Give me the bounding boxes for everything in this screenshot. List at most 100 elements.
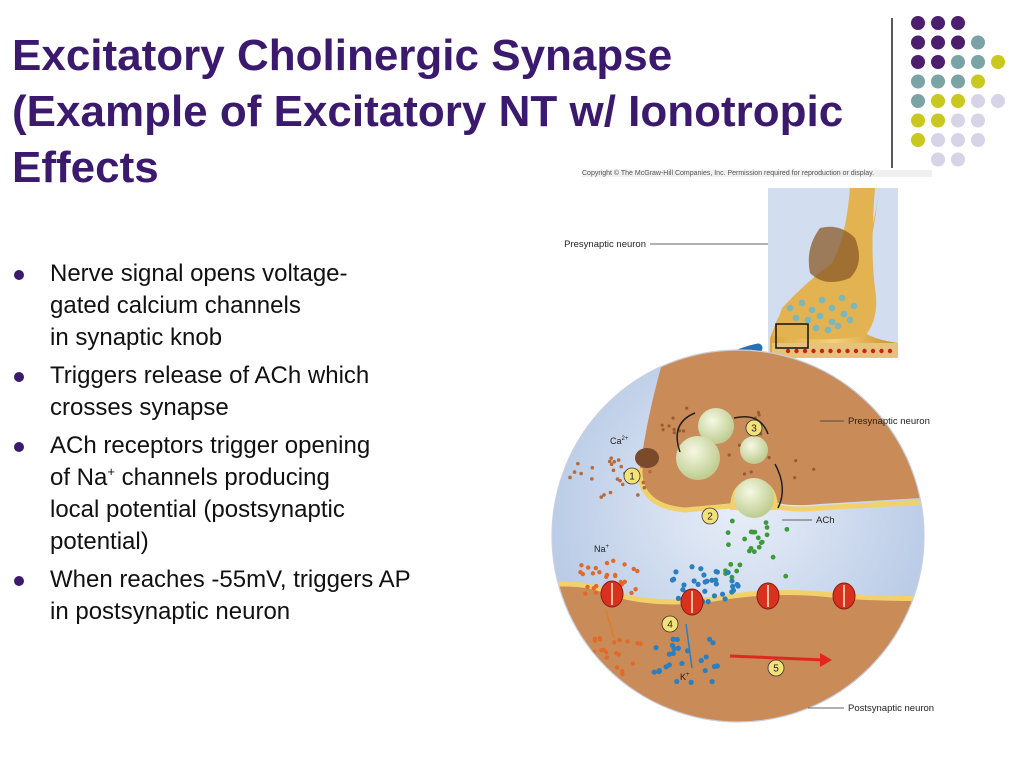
synapse-illustration: Presynaptic neuron 1 2 3 4 5 Ca2+ Na+ K+… [551,188,934,723]
svg-text:3: 3 [751,424,757,435]
decorative-dot [931,133,945,147]
calcium-dot [749,470,753,474]
potassium-dot [675,595,682,601]
ach-dot [742,536,748,542]
decorative-dot [971,133,985,147]
ach-dot [746,548,752,554]
potassium-dot [681,582,687,588]
receptor-dot [828,348,833,354]
sodium-dot [585,565,591,570]
ach-dot [750,529,756,535]
bullet-text: ACh receptors trigger opening [50,432,371,459]
calcium-dot [618,478,622,483]
calcium-dot [590,465,595,470]
potassium-dot [701,572,707,578]
decorative-dot [931,74,945,89]
vesicle-dot [804,316,812,324]
vesicle-dot [840,310,848,318]
sodium-dot [631,566,636,572]
receptor-dot [819,348,825,354]
bullet-text: channels producing [121,464,330,491]
vesicle-dot [818,296,826,304]
vesicle-dot [786,304,794,312]
sodium-dot [620,581,625,586]
sodium-dot [625,639,630,644]
potassium-dot [706,636,713,642]
calcium-dot [757,413,761,417]
sodium-dot [597,635,603,641]
potassium-dot [653,645,659,651]
potassium-dot [702,579,708,585]
bullet-text: When reaches -55mV, triggers AP [50,566,411,593]
sodium-dot [633,587,638,592]
bullet-item: ACh receptors trigger opening of Na+ cha… [14,430,514,558]
decorative-dot [911,16,925,30]
decorative-dot [951,35,965,50]
label-calcium: Ca2+ [610,436,629,446]
decorative-dot [951,113,965,128]
label-potassium: K+ [680,672,690,682]
calcium-dot [616,458,621,462]
sodium-dot [590,571,596,576]
decorative-dot [931,152,945,167]
calcium-dot [611,468,616,473]
decorative-dot [931,35,945,50]
calcium-dot [615,477,620,481]
decorative-dot [931,55,945,69]
calcium-dot [672,427,676,431]
ach-dot [734,568,740,574]
potassium-dot [670,636,676,642]
calcium-dot [612,459,617,464]
calcium-dot [609,462,614,467]
potassium-dot [669,642,676,648]
potassium-dot [656,668,662,674]
potassium-dot [702,667,708,674]
decorative-dot [911,94,925,108]
potassium-dot [703,654,709,660]
svg-text:1: 1 [629,472,635,483]
ach-dot [759,539,765,545]
label-presynaptic-neuron-mid: Presynaptic neuron [848,416,930,427]
sodium-dot [585,584,590,590]
ach-dot [783,573,789,579]
svg-text:4: 4 [667,620,673,631]
ach-dot [737,562,743,568]
receptor-dot [862,348,867,354]
label-postsynaptic-neuron: Postsynaptic neuron [848,703,934,714]
potassium-dot [674,636,680,643]
calcium-dot [609,456,614,460]
decorative-dot [931,94,945,108]
vesicle-dot [816,312,824,320]
potassium-dot [722,596,728,602]
decorative-dot [911,113,925,128]
calcium-dot [607,459,612,464]
decorative-dot [931,113,945,128]
calcium-dot [667,424,671,428]
sodium-dot [613,573,618,579]
potassium-dot [673,569,679,575]
decorative-dot [991,94,1005,108]
sodium-dot [635,641,640,646]
ach-dot [726,542,731,548]
decorative-dot [951,152,965,167]
sodium-dot [608,673,613,678]
bullet-list: Nerve signal opens voltage- gated calciu… [14,258,514,634]
potassium-dot [709,577,715,583]
bullet-text: of Na [50,464,108,491]
sodium-dot [630,661,636,666]
step-marker-2: 2 [701,507,719,525]
synapse-magnified-view [552,350,924,722]
sodium-dot [592,638,598,643]
potassium-dot [695,581,701,587]
decorative-dot [971,74,985,89]
calcium-dot [641,480,646,485]
decorative-dot [911,55,925,69]
decorative-dot [911,74,925,89]
decorative-dot [971,113,985,128]
potassium-dot [709,679,715,685]
decorative-dot [951,94,965,108]
sodium-dot [593,565,599,571]
calcium-dot [812,467,816,471]
sodium-dot [629,590,634,596]
potassium-dot [666,651,672,657]
